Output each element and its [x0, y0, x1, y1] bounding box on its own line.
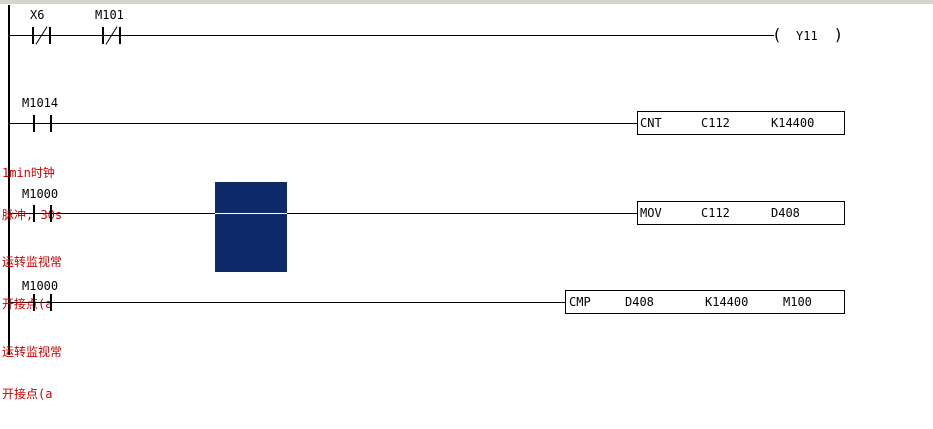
contact-label-m1000: M1000 — [22, 187, 59, 201]
contact-bar-icon — [33, 115, 35, 132]
instruction-operand: M100 — [783, 295, 812, 309]
rung2-wire — [8, 123, 637, 124]
selection-cursor-wire — [215, 213, 287, 214]
contact-bar-icon — [32, 27, 34, 44]
comment-line: 运转监视常 — [2, 345, 63, 359]
coil-close-paren-icon: ) — [835, 25, 842, 44]
contact-label-x6: X6 — [30, 8, 45, 22]
comment-line: 开接点(a — [2, 387, 53, 401]
no-contact-m1000[interactable] — [33, 205, 52, 222]
instruction-box-mov[interactable]: MOV C112 D408 — [637, 201, 845, 225]
contact-bar-icon — [119, 27, 121, 44]
rung1-wire — [8, 35, 774, 36]
selection-cursor[interactable] — [215, 182, 287, 272]
contact-bar-icon — [33, 294, 35, 311]
contact-bar-icon — [50, 294, 52, 311]
instruction-mnemonic: CNT — [640, 116, 662, 130]
comment-line: 开接点(a — [2, 297, 53, 311]
instruction-operand: C112 — [701, 206, 730, 220]
device-comment-m1000: 运转监视常 开接点(a — [2, 227, 62, 339]
contact-bar-icon — [49, 27, 51, 44]
device-comment-m1000: 运转监视常 开接点(a — [2, 317, 62, 429]
instruction-operand: K14400 — [771, 116, 815, 130]
instruction-mnemonic: MOV — [640, 206, 662, 220]
coil-label: Y11 — [796, 29, 818, 43]
contact-label-m1014: M1014 — [22, 96, 59, 110]
ladder-editor-canvas: X6 M101 ( Y11 ) M1014 1min时钟 脉冲, 30s CNT… — [0, 0, 933, 400]
instruction-box-cmp[interactable]: CMP D408 K14400 M100 — [565, 290, 845, 314]
coil-open-paren-icon: ( — [774, 25, 781, 44]
instruction-operand: D408 — [771, 206, 800, 220]
instruction-mnemonic: CMP — [569, 295, 591, 309]
no-contact-m1000[interactable] — [33, 294, 52, 311]
no-contact-m1014[interactable] — [33, 115, 52, 132]
instruction-operand: K14400 — [705, 295, 749, 309]
nc-contact-m101[interactable] — [102, 27, 121, 44]
contact-label-m1000: M1000 — [22, 279, 59, 293]
contact-bar-icon — [50, 115, 52, 132]
nc-contact-x6[interactable] — [32, 27, 51, 44]
left-power-rail — [8, 5, 10, 355]
instruction-operand: D408 — [625, 295, 654, 309]
comment-line: 1min时钟 — [2, 166, 55, 180]
contact-bar-icon — [102, 27, 104, 44]
contact-label-m101: M101 — [95, 8, 124, 22]
window-top-border — [0, 0, 933, 4]
contact-bar-icon — [50, 205, 52, 222]
instruction-box-cnt[interactable]: CNT C112 K14400 — [637, 111, 845, 135]
instruction-operand: C112 — [701, 116, 730, 130]
comment-line: 运转监视常 — [2, 255, 63, 269]
rung4-wire — [8, 302, 565, 303]
contact-bar-icon — [33, 205, 35, 222]
rung3-wire — [8, 213, 637, 214]
